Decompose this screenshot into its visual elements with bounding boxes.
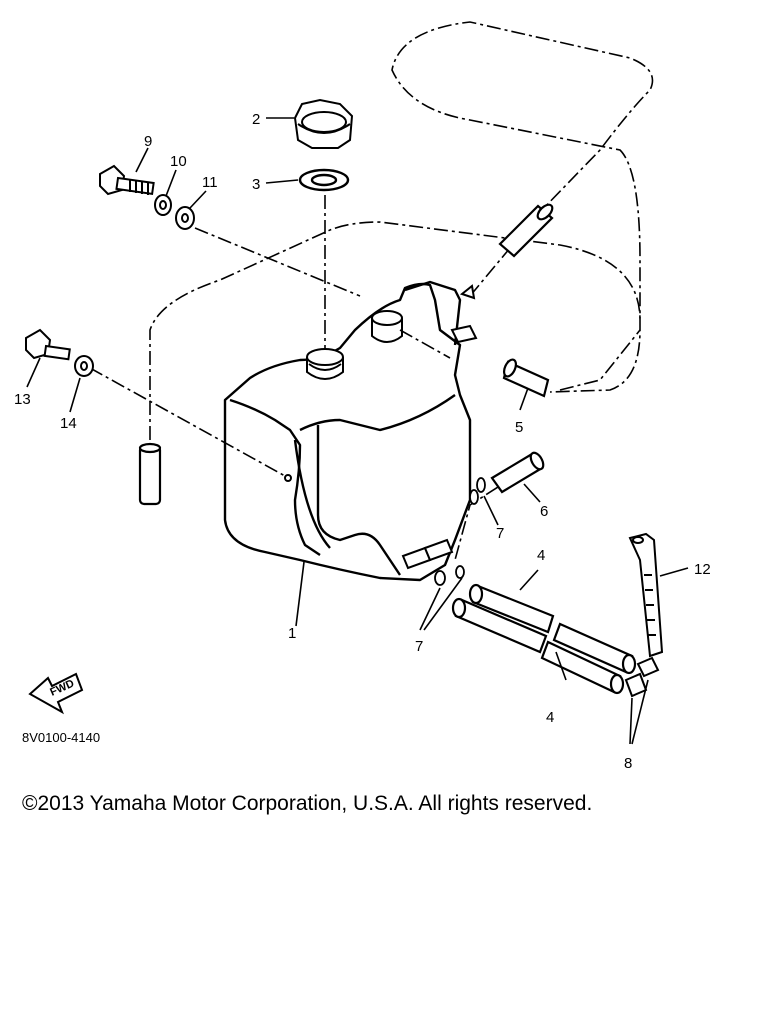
- hose-vent-upper: [498, 203, 554, 258]
- figure-code: 8V0100-4140: [22, 730, 100, 745]
- hose-4-upper-left: [468, 583, 555, 634]
- tank-nipples: [284, 284, 478, 570]
- callout-14: 14: [60, 415, 77, 432]
- copyright-notice: ©2013 Yamaha Motor Corporation, U.S.A. A…: [22, 792, 593, 815]
- hose-clips: [434, 477, 486, 586]
- callout-7-right: 7: [496, 525, 504, 542]
- hose-4-lower-left: [451, 597, 548, 654]
- fuel-cap: [293, 98, 354, 149]
- tank-filler-neck: [306, 348, 344, 380]
- hose-clamps: [624, 656, 660, 698]
- callout-13: 13: [14, 391, 31, 408]
- tie-strap: [628, 532, 664, 658]
- routing-lines: [89, 21, 654, 561]
- callout-8: 8: [624, 755, 632, 770]
- hose-routing-big-loop: [149, 221, 641, 440]
- callout-5: 5: [515, 419, 523, 436]
- hose-routing-upper-loop: [391, 21, 654, 393]
- fwd-arrow-icon: FWD: [28, 672, 84, 715]
- callout-1: 1: [288, 625, 296, 642]
- hose-6: [490, 451, 545, 494]
- hoses: [138, 203, 637, 695]
- guide-line-tank-fitting: [399, 329, 451, 359]
- guide-line-washer-14: [89, 367, 286, 477]
- callout-6: 6: [540, 503, 548, 520]
- guide-line-washer-11: [194, 227, 361, 297]
- callout-3: 3: [252, 176, 260, 193]
- callout-12: 12: [694, 561, 711, 578]
- bolt-upper: [99, 164, 155, 196]
- callout-4-upper: 4: [537, 547, 545, 564]
- callout-4-lower: 4: [546, 709, 554, 726]
- hose-5: [502, 358, 550, 398]
- plain-washer-lower: [74, 355, 94, 377]
- hose-vertical-left: [138, 442, 162, 506]
- callout-7-lower: 7: [415, 638, 423, 655]
- callout-11: 11: [202, 174, 218, 191]
- plain-washer-upper: [175, 206, 195, 230]
- spring-washer: [154, 194, 172, 216]
- callout-9: 9: [144, 133, 152, 150]
- callout-10: 10: [170, 153, 187, 170]
- callout-2: 2: [252, 111, 260, 128]
- gasket: [298, 168, 350, 192]
- hose-4-lower-right: [540, 640, 625, 695]
- tank-vent-fitting: [371, 310, 403, 343]
- guide-line-hose-5: [559, 329, 641, 391]
- parts-exploded-diagram: 1 2 3 4 4 5 6 7 7 8 9 10 11 12 13 14 FWD…: [14, 21, 711, 770]
- leader-lines: [26, 117, 689, 745]
- fuel-tank: [223, 280, 472, 582]
- hose-4-upper-right: [552, 622, 637, 675]
- bolt-lower: [25, 328, 71, 361]
